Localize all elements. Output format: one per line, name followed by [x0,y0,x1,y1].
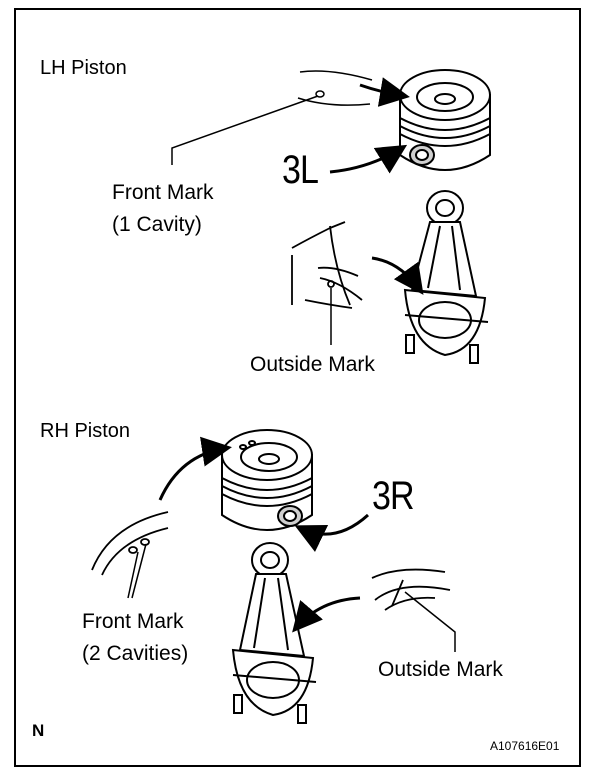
rh-outside-mark-detail [371,568,451,611]
rh-outside-mark-label: Outside Mark [378,658,503,681]
lh-outside-mark-detail [291,221,363,309]
rh-crown-arrow [158,436,232,501]
rh-connecting-rod [231,542,317,724]
rh-code-arrow [294,513,370,552]
figure-id: A107616E01 [490,739,560,753]
rh-front-mark-label: Front Mark [82,610,184,633]
corner-letter: N [32,721,45,740]
lh-piston-title: LH Piston [40,57,127,79]
lh-crown-arrow [359,77,410,107]
lh-front-mark-label: Front Mark [112,181,214,204]
rh-piston-title: RH Piston [40,420,131,442]
lh-front-mark-leader [171,95,319,165]
rh-piston-code: 3R [372,474,415,518]
lh-rod-arrow [371,256,424,295]
lh-piston [399,69,491,171]
rh-front-mark-leader [127,543,147,599]
lh-front-mark-detail [297,70,373,106]
lh-connecting-rod [403,190,489,364]
lh-piston-code: 3L [282,148,319,192]
rh-front-mark-detail [91,511,169,576]
rh-rod-arrow [292,596,361,633]
rh-outside-mark-leader [404,591,456,652]
lh-code-arrow [329,144,408,174]
lh-outside-mark-label: Outside Mark [250,353,375,376]
figure-frame [14,8,581,767]
rh-piston [221,429,313,531]
rh-front-mark-detail-label: (2 Cavities) [82,642,189,665]
lh-front-mark-detail-label: (1 Cavity) [112,213,202,236]
